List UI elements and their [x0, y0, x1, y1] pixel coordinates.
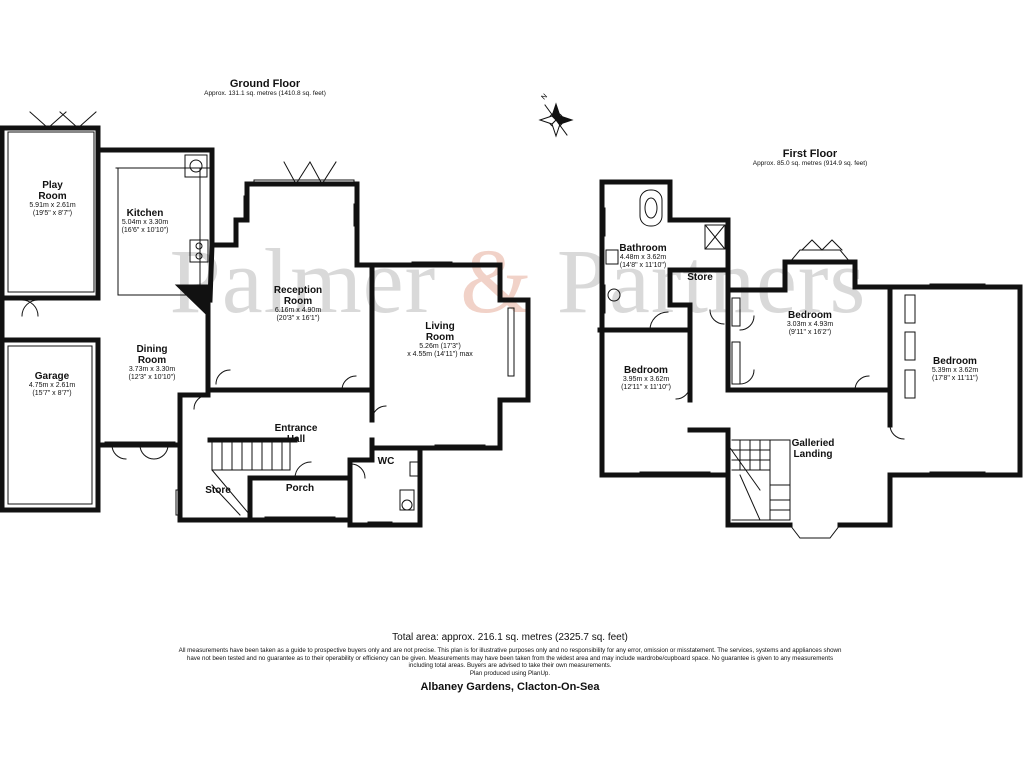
- room-name: Store: [205, 485, 231, 496]
- room-bathroom: Bathroom 4.48m x 3.62m (14'8" x 11'10"): [603, 243, 683, 270]
- room-dimensions: (20'3" x 16'1"): [276, 315, 320, 323]
- room-dimensions: 6.16m x 4.90m: [274, 307, 322, 315]
- chimney-breast: [174, 284, 211, 320]
- room-name: Kitchen: [126, 208, 164, 219]
- room-name: Store: [687, 272, 713, 283]
- room-dimensions: 5.91m x 2.61m: [29, 202, 76, 210]
- room-dimensions: (12'3" x 10'10"): [128, 374, 176, 382]
- room-bedroom-left: Bedroom 3.95m x 3.62m (12'11" x 11'10"): [606, 365, 686, 392]
- first-floor-title: First Floor: [782, 148, 838, 160]
- room-dimensions: 5.04m x 3.30m: [121, 219, 169, 227]
- room-name: Room: [38, 191, 67, 203]
- room-kitchen: Kitchen 5.04m x 3.30m (16'6" x 10'10"): [105, 208, 185, 235]
- room-bedroom-right: Bedroom 5.39m x 3.62m (17'8" x 11'11"): [915, 356, 995, 383]
- room-name: Reception: [273, 285, 323, 296]
- room-name: Bedroom: [624, 365, 668, 376]
- room-name: Room: [425, 332, 455, 344]
- disclaimer-line: have not been tested and no guarantee as…: [186, 654, 834, 662]
- room-galleried-landing: Galleried Landing: [778, 438, 848, 460]
- room-dimensions: 3.95m x 3.62m: [622, 376, 670, 384]
- room-wc: WC: [368, 456, 404, 467]
- room-dimensions: 4.75m x 2.61m: [28, 382, 76, 390]
- room-dimensions: 3.73m x 3.30m: [128, 366, 176, 374]
- property-address: Albaney Gardens, Clacton-On-Sea: [420, 681, 600, 693]
- room-play-room: Play Room 5.91m x 2.61m (19'5" x 8'7"): [15, 180, 90, 218]
- compass-rose-icon: [538, 102, 574, 138]
- room-name: Room: [137, 355, 167, 367]
- first-floor-area: Approx. 85.0 sq. metres (914.9 sq. feet): [752, 160, 868, 167]
- ground-floor-fixtures: [7, 111, 515, 528]
- disclaimer-line: Plan produced using PlanUp.: [469, 669, 551, 677]
- room-name: Dining: [136, 344, 168, 355]
- room-name: Garage: [34, 371, 70, 382]
- room-name: Porch: [285, 483, 315, 494]
- ground-floor-walls: [0, 125, 531, 528]
- watermark-amp: &: [460, 230, 533, 332]
- room-reception-room: Reception Room 6.16m x 4.90m (20'3" x 16…: [258, 285, 338, 323]
- room-name: Room: [283, 296, 313, 308]
- room-dimensions: x 4.55m (14'11") max: [407, 351, 473, 359]
- room-dimensions: (9'11" x 16'2"): [788, 329, 832, 337]
- disclaimer: All measurements have been taken as a gu…: [160, 647, 860, 677]
- agent-watermark: Palmer & Partners: [88, 228, 948, 334]
- room-name: Play: [42, 180, 63, 191]
- room-name: WC: [377, 456, 395, 467]
- room-garage: Garage 4.75m x 2.61m (15'7" x 8'7"): [12, 371, 92, 398]
- ground-floor-area: Approx. 131.1 sq. metres (1410.8 sq. fee…: [204, 90, 326, 97]
- room-name: Bedroom: [933, 356, 977, 367]
- room-name: Hall: [286, 434, 306, 446]
- room-store-ground: Store: [198, 485, 238, 496]
- disclaimer-line: All measurements have been taken as a gu…: [178, 647, 842, 654]
- room-living-room: Living Room 5.26m (17'3") x 4.55m (14'11…: [390, 321, 490, 359]
- first-floor-fixtures: [599, 189, 986, 539]
- total-area: Total area: approx. 216.1 sq. metres (23…: [392, 632, 628, 643]
- room-dimensions: 5.39m x 3.62m: [931, 367, 979, 375]
- room-dimensions: 3.03m x 4.93m: [786, 321, 834, 329]
- room-dimensions: (12'11" x 11'10"): [621, 384, 671, 392]
- room-porch: Porch: [278, 483, 322, 494]
- compass-north-label: N: [540, 93, 549, 102]
- room-name: Landing: [793, 449, 833, 461]
- room-dimensions: (15'7" x 8'7"): [32, 390, 72, 398]
- room-name: Living: [425, 321, 455, 332]
- room-dimensions: (14'8" x 11'10"): [619, 262, 667, 270]
- room-name: Bedroom: [788, 310, 832, 321]
- first-floor-walls: [597, 179, 1023, 528]
- room-dimensions: (19'5" x 8'7"): [32, 210, 73, 218]
- room-dimensions: (16'6" x 10'10"): [121, 227, 169, 235]
- ground-floor-title: Ground Floor: [229, 78, 301, 90]
- room-dimensions: 5.26m (17'3"): [419, 343, 461, 351]
- room-name: Entrance: [274, 423, 318, 434]
- room-entrance-hall: Entrance Hall: [258, 423, 334, 445]
- room-dimensions: 4.48m x 3.62m: [619, 254, 667, 262]
- disclaimer-line: including total areas. Buyers are advise…: [408, 662, 612, 670]
- room-dimensions: (17'8" x 11'11"): [932, 375, 978, 383]
- room-name: Galleried: [791, 438, 835, 449]
- room-bedroom-middle: Bedroom 3.03m x 4.93m (9'11" x 16'2"): [770, 310, 850, 337]
- room-store-first: Store: [678, 272, 722, 283]
- room-dining-room: Dining Room 3.73m x 3.30m (12'3" x 10'10…: [112, 344, 192, 382]
- room-name: Bathroom: [619, 243, 667, 254]
